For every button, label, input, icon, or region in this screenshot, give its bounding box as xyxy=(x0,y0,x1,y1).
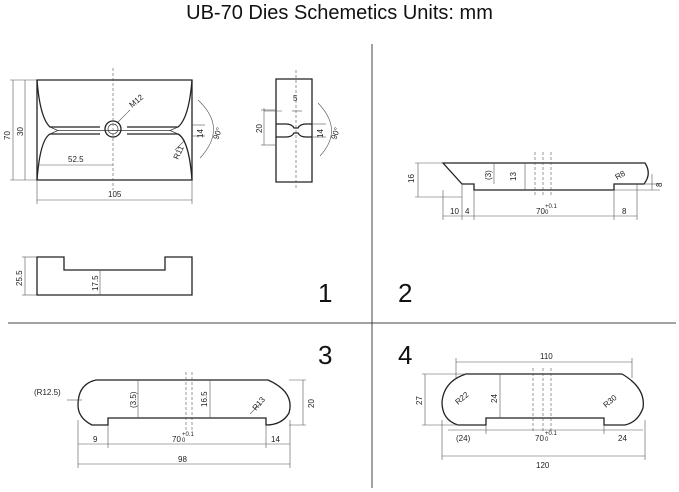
dim-q4-height-27: 27 xyxy=(415,396,424,405)
dim-q4-tolerance-zero: 0 xyxy=(545,437,549,443)
dim-side-depth-14: 14 xyxy=(316,129,325,138)
dim-q3-height-3-5: (3.5) xyxy=(129,391,138,408)
q2-die-profile xyxy=(415,152,660,220)
q1-side-view xyxy=(261,70,332,190)
quadrant-number-3: 3 xyxy=(318,340,332,370)
dim-q2-depth-4: 4 xyxy=(465,207,470,216)
dim-height-25-5: 25.5 xyxy=(15,270,24,286)
quadrant-number-1: 1 xyxy=(318,278,332,308)
dim-q2-depth-8: 8 xyxy=(622,207,627,216)
dim-q2-radius-r8: R8 xyxy=(614,169,628,182)
dim-radius-r11: R11 xyxy=(172,144,186,161)
page-title: UB-70 Dies Schemetics Units: mm xyxy=(186,2,493,24)
dim-q3-depth-9: 9 xyxy=(93,435,98,444)
q4-die-profile xyxy=(422,358,646,460)
dim-depth-17-5: 17.5 xyxy=(91,275,100,291)
dim-q4-length-120: 120 xyxy=(536,461,550,470)
dim-angle-90: 90° xyxy=(211,126,224,140)
dim-q3-length-98: 98 xyxy=(178,455,187,464)
dim-side-angle-90: 90° xyxy=(329,126,342,140)
dim-height-20: 20 xyxy=(255,124,264,133)
dim-width-5: 5 xyxy=(293,94,298,103)
dim-height-70: 70 xyxy=(3,131,12,140)
dim-height-30: 30 xyxy=(16,127,25,136)
dim-depth-14: 14 xyxy=(196,129,205,138)
dim-q3-height-16-5: 16.5 xyxy=(200,391,209,407)
dim-q4-tolerance-plus: +0.1 xyxy=(545,431,558,437)
dim-q2-height-13: 13 xyxy=(509,172,518,181)
dim-q4-height-24: 24 xyxy=(490,394,499,403)
quadrant-number-4: 4 xyxy=(398,340,412,370)
dim-q2-height-16: 16 xyxy=(407,174,416,183)
dim-q3-tolerance-zero: 0 xyxy=(182,438,186,444)
dim-q2-tolerance-plus: +0.1 xyxy=(545,204,558,210)
q1-bottom-die xyxy=(22,256,193,296)
dim-q3-depth-14: 14 xyxy=(271,435,280,444)
q1-front-view xyxy=(10,68,214,204)
dim-q2-tolerance-zero: 0 xyxy=(545,210,549,216)
dim-width-105: 105 xyxy=(108,190,122,199)
dim-q4-length-110: 110 xyxy=(540,352,553,361)
dim-q2-length-70: 70 xyxy=(536,207,545,216)
dim-q3-radius-r12-5: (R12.5) xyxy=(34,388,61,397)
dim-q4-radius-r30: R30 xyxy=(602,393,619,410)
dim-q2-depth-10: 10 xyxy=(450,207,459,216)
dim-q2-height-8: 8 xyxy=(655,182,664,187)
dim-q4-depth-24: 24 xyxy=(618,434,627,443)
dim-q4-length-70: 70 xyxy=(535,434,544,443)
dim-q4-radius-r22: R22 xyxy=(454,390,471,407)
dim-q3-tolerance-plus: +0.1 xyxy=(182,432,195,438)
dim-q2-height-3: (3) xyxy=(484,170,493,180)
dim-q3-height-20: 20 xyxy=(307,399,316,408)
dim-thread-m12: M12 xyxy=(128,92,146,109)
dim-q3-radius-r13: R13 xyxy=(251,395,268,412)
dim-q4-depth-24-ref: (24) xyxy=(456,434,471,443)
dim-q3-length-70: 70 xyxy=(172,435,181,444)
dim-half-width-52-5: 52.5 xyxy=(68,155,84,164)
q3-die-profile xyxy=(67,372,306,468)
quadrant-number-2: 2 xyxy=(398,278,412,308)
